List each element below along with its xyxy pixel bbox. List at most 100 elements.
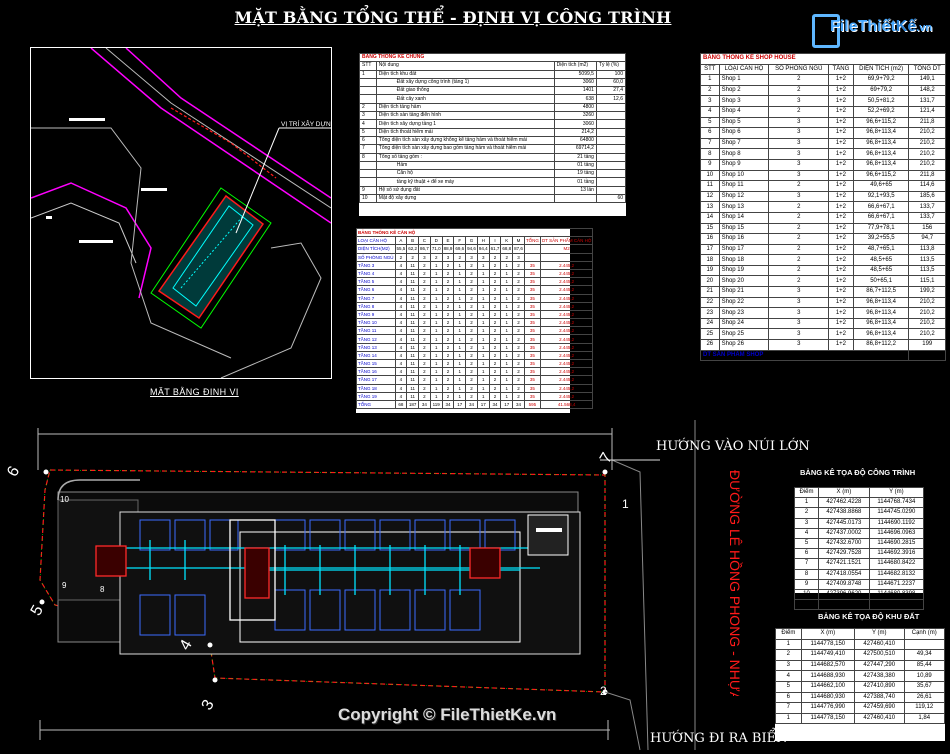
table-cell [595, 144, 627, 154]
table-cell: 10 [359, 194, 377, 204]
table-cell: 2 [512, 260, 525, 270]
table-cell: 427421.1521 [818, 558, 870, 570]
table-cell: 1+2 [828, 211, 854, 224]
table-cell: Shop 3 [718, 95, 770, 107]
table-cell: 49,6+65 [852, 180, 910, 192]
shop-header-cell: TỔNG DT [908, 63, 946, 76]
table-cell: Shop 8 [718, 148, 770, 160]
table-cell: 1 [500, 285, 514, 295]
table-cell: 2 [768, 84, 830, 97]
table-cell: 26,61 [903, 691, 945, 704]
table-cell: 4 [394, 367, 408, 377]
table-cell: 60 [595, 194, 627, 204]
table-cell: 35 [523, 277, 541, 287]
table-cell: 3 [768, 339, 830, 351]
table-cell: 2 [418, 350, 431, 361]
table-cell: 2 [512, 285, 525, 295]
table-cell: 11 [406, 309, 420, 320]
table-cell: 35 [523, 383, 541, 393]
table-cell: 6 [700, 127, 720, 139]
table-cell: 2 [441, 309, 455, 320]
table-cell: 3 [768, 169, 830, 182]
table-cell: 96,8+113,4 [852, 317, 910, 330]
file-logo-icon [812, 14, 840, 48]
table-cell: TẦNG 10 [356, 318, 396, 328]
table-cell: 114,6 [908, 180, 946, 192]
table-cell: TẦNG 4 [356, 268, 396, 279]
table-cell: 2 [768, 201, 830, 213]
coord-header-cell: Y (m) [868, 486, 925, 499]
table-cell: 96,8+113,4 [852, 328, 910, 341]
table-cell: 3 [700, 95, 720, 107]
table-cell: 2 [488, 342, 502, 352]
table-cell: 94,7 [908, 233, 946, 245]
table-cell: 1144680.8398 [868, 588, 925, 601]
table-cell: Shop 5 [718, 116, 770, 129]
table-cell: 1144778,150 [800, 712, 856, 725]
table-cell: 1144778,150 [800, 638, 856, 651]
table-cell: 1+2 [828, 264, 854, 277]
marker-1: 1 [622, 497, 629, 511]
table-cell [595, 111, 627, 121]
table-cell: 1144671.2237 [868, 578, 925, 590]
table-cell: 113,5 [908, 254, 946, 266]
table-cell: 2 [441, 391, 455, 401]
table-cell: 1+2 [828, 317, 854, 330]
table-cell: 34 [465, 399, 478, 410]
table-cell: 3 [768, 95, 830, 107]
table-cell: 2 [394, 252, 408, 262]
table-cell [595, 177, 627, 187]
table-cell: 1 [500, 375, 514, 385]
table-cell: 11 [406, 383, 420, 393]
table-cell: Shop 2 [718, 84, 770, 97]
table-cell: 1144692.3916 [868, 548, 925, 560]
table-cell: 1 [476, 277, 490, 287]
table-cell [359, 77, 377, 88]
table-cell: 2 [512, 334, 525, 344]
table-cell: TẦNG 7 [356, 293, 396, 303]
table-cell: 2 [500, 252, 514, 262]
table-cell: 1+2 [828, 328, 854, 341]
table-cell: 2 [465, 358, 478, 369]
table-cell: 4 [394, 260, 408, 270]
table-cell: 3 [768, 127, 830, 139]
shop-header-cell: DIỆN TÍCH (m2) [852, 63, 910, 76]
table-cell: 2.445,2 [539, 334, 594, 344]
table-cell: 2 [465, 375, 478, 385]
table-cell: 2 [441, 326, 455, 336]
table-cell: 3 [465, 252, 478, 262]
table-cell: 2 [418, 285, 431, 295]
table-cell: 48,5+65 [852, 254, 910, 266]
table-cell: 2 [465, 277, 478, 287]
coord-header-cell: Cạnh (m) [903, 628, 945, 640]
table-cell: 2 [768, 233, 830, 245]
table-cell: 96,8+113,4 [852, 127, 910, 139]
table-cell: 2 [406, 252, 420, 262]
table-cell: 35 [523, 268, 541, 279]
table-cell: 2 [465, 342, 478, 352]
table-cell: 1 [453, 285, 467, 295]
table-cell: 1 [476, 260, 490, 270]
table-cell: 2 [768, 74, 830, 86]
table-cell: 1 [429, 301, 443, 311]
table-cell: 11 [700, 180, 720, 192]
table-cell: TẦNG 13 [356, 342, 396, 352]
site-location-drawing: VỊ TRÍ XÂY DỰNG [30, 47, 336, 379]
table-cell: 17 [500, 399, 514, 410]
table-cell: 1+2 [828, 169, 854, 182]
table-cell: 3 [441, 252, 455, 262]
table-cell: 3 [768, 296, 830, 309]
table-cell: 1 [429, 309, 443, 320]
table-cell: K [500, 236, 514, 246]
table-cell: 2.445,2 [539, 260, 594, 270]
table-cell: 2 [512, 342, 525, 352]
